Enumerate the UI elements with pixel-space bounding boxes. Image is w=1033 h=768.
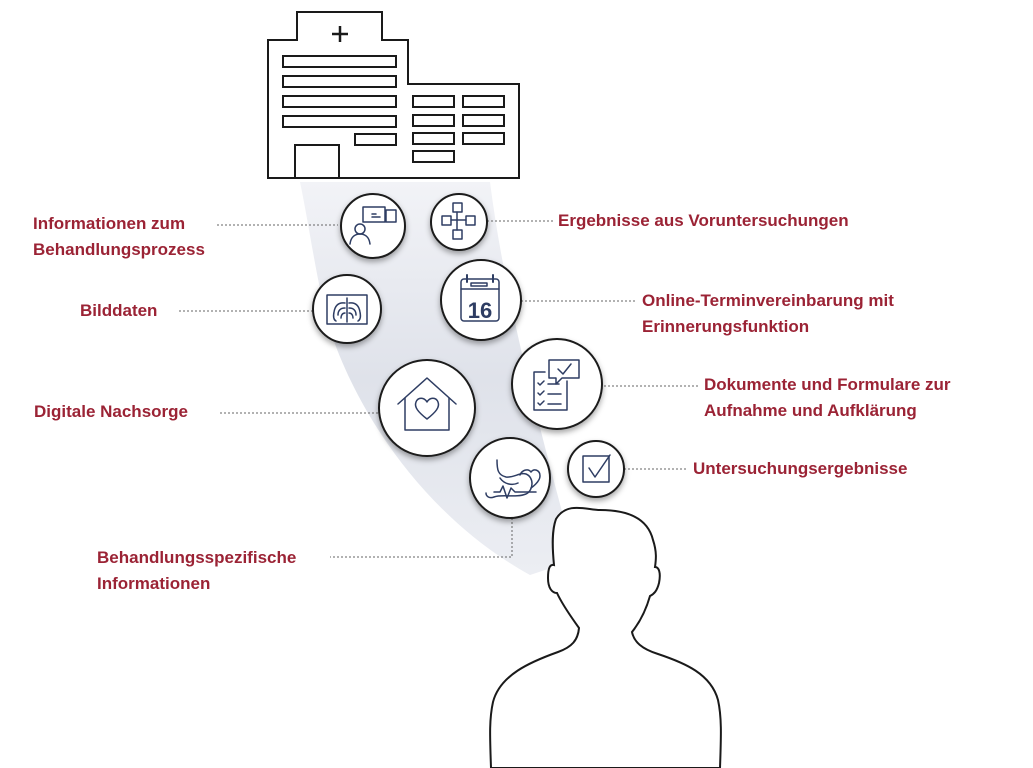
- connector-lines: [179, 220, 698, 558]
- label-untersuchung: Untersuchungsergebnisse: [693, 456, 907, 482]
- flowchart-icon: [441, 202, 476, 240]
- label-line: Digitale Nachsorge: [34, 402, 188, 421]
- label-bilddaten: Bilddaten: [80, 298, 157, 324]
- calendar-day-number: 16: [468, 298, 492, 323]
- xray-ribcage-icon: [326, 294, 368, 325]
- house-heart-icon: [397, 377, 457, 431]
- label-termin: Online-Terminvereinbarung mit Erinnerung…: [642, 288, 894, 340]
- label-line: Online-Terminvereinbarung mit: [642, 291, 894, 310]
- circle-behandlungsspezifisch: [469, 437, 551, 519]
- label-line: Informationen: [97, 574, 211, 593]
- circle-untersuchung: [567, 440, 625, 498]
- label-line: Bilddaten: [80, 301, 158, 320]
- checkbox-icon: [582, 454, 611, 483]
- circle-info-behandlungsprozess: [340, 193, 406, 259]
- label-line: Untersuchungsergebnisse: [693, 459, 908, 478]
- label-nachsorge: Digitale Nachsorge: [34, 399, 188, 425]
- label-line: Ergebnisse aus Voruntersuchungen: [558, 211, 849, 230]
- label-line: Erinnerungsfunktion: [642, 317, 810, 336]
- circle-ergebnisse: [430, 193, 488, 251]
- label-line: Behandlungsspezifische: [97, 548, 297, 567]
- label-line: Behandlungsprozess: [33, 240, 205, 259]
- label-line: Informationen zum: [33, 214, 186, 233]
- label-info-behandlungsprozess: Informationen zum Behandlungsprozess: [33, 211, 205, 263]
- label-ergebnisse: Ergebnisse aus Voruntersuchungen: [558, 208, 849, 234]
- stomach-heartbeat-icon: [485, 459, 541, 499]
- label-line: Aufnahme und Aufklärung: [704, 401, 917, 420]
- hospital-icon: [267, 11, 520, 179]
- checklist-clipboard-icon: [533, 359, 580, 411]
- calendar-icon: [460, 274, 500, 322]
- label-line: Dokumente und Formulare zur: [704, 375, 951, 394]
- patient-silhouette: [489, 506, 722, 768]
- label-behandlungsspezifisch: Behandlungsspezifische Informationen: [97, 545, 296, 597]
- label-dokumente: Dokumente und Formulare zur Aufnahme und…: [704, 372, 951, 424]
- circle-nachsorge: [378, 359, 476, 457]
- doctor-presentation-icon: [349, 206, 397, 245]
